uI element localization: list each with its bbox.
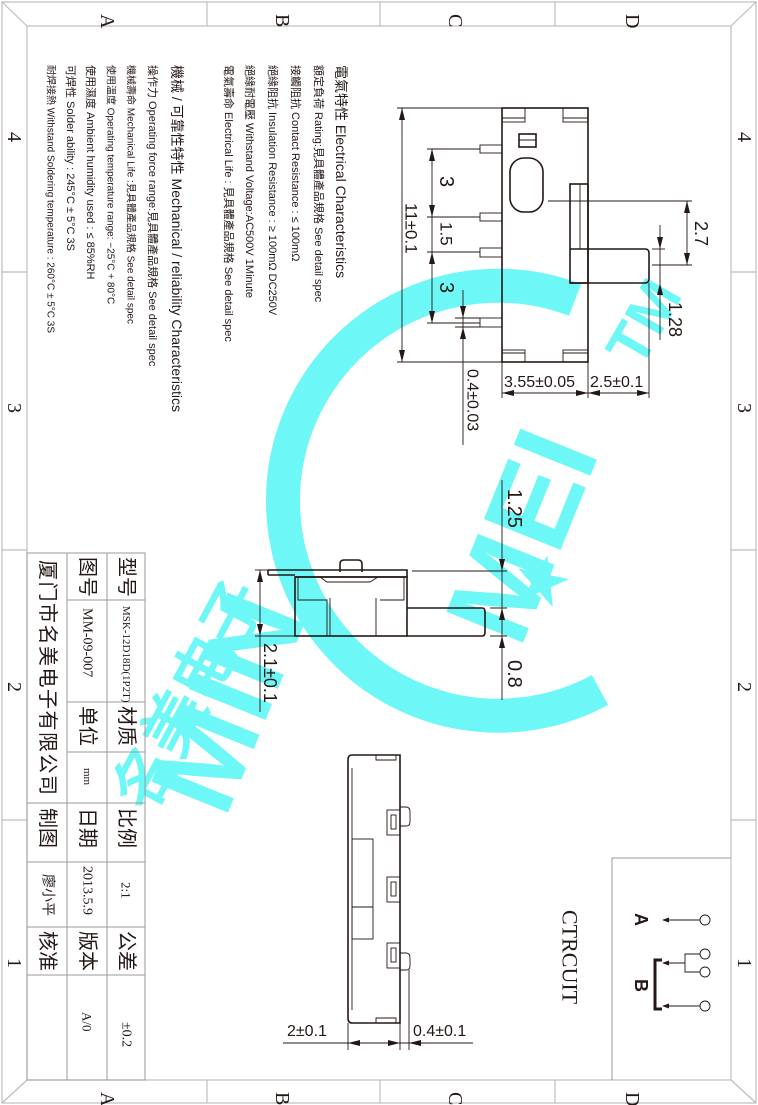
- unit-label: 单位: [76, 706, 99, 746]
- dim-top-height: 1.25: [503, 489, 525, 528]
- dim-lever-offset: 2.7: [691, 221, 711, 246]
- circuit-label-b: B: [631, 979, 651, 992]
- electrical-heading: 電氣特性 Electrical Characteristics: [333, 65, 349, 278]
- circuit-diagram: CTRCUIT A B: [558, 857, 731, 1080]
- col-label-bottom-a: A: [96, 1092, 118, 1105]
- mechanical-line: 機械壽命 Mechanical Life :見具體產品規格 See detail…: [125, 65, 138, 324]
- electrical-line: 接觸阻抗 Contact Resistance : ≤ 100mΩ: [289, 65, 303, 261]
- dim-pitch-3: 3: [435, 282, 457, 293]
- tolerance-value: ±0.2: [119, 1022, 134, 1047]
- mechanical-line: 可焊性 Solder ability : 245°C ± 5°C 3S: [64, 65, 78, 251]
- col-label-top-b: B: [271, 14, 293, 27]
- date-value: 2013.5.9: [80, 866, 95, 915]
- mechanical-line: 使用溫度 Operating temperature range: −25°C …: [105, 65, 118, 304]
- dim-pitch-1: 3: [435, 176, 457, 187]
- version-label: 版本: [76, 931, 99, 971]
- row-label-right-2: 2: [733, 682, 755, 692]
- circuit-label-a: A: [631, 913, 651, 926]
- circuit-title: CTRCUIT: [558, 910, 583, 1005]
- slider-lever: [570, 248, 650, 284]
- mechanical-specs: 機械 / 可靠性特性 Mechanical / reliability Char…: [45, 65, 186, 412]
- slider-window: [509, 157, 544, 213]
- bottom-view: 2±0.1 0.4±0.1: [283, 754, 473, 1050]
- row-label-left-3: 3: [3, 403, 25, 413]
- row-label-right-3: 3: [733, 403, 755, 413]
- mechanical-heading: 機械 / 可靠性特性 Mechanical / reliability Char…: [169, 65, 185, 412]
- row-label-right-1: 1: [733, 958, 755, 968]
- company-name: 厦门市名美电子有限公司: [36, 560, 59, 797]
- frame-labels: A B C D A B C D 4 3 2 1 4 3 2 1: [3, 14, 755, 1105]
- scale-value: 2:1: [119, 882, 134, 899]
- terminal-icon: [699, 966, 711, 978]
- dim-body-width: 3.55±0.05: [504, 374, 575, 391]
- material-label: 材质: [115, 706, 138, 746]
- date-label: 日期: [76, 808, 98, 848]
- col-label-top-a: A: [96, 14, 118, 29]
- watermark: MIN MEI TM ★ 名美电子: [101, 268, 694, 830]
- dim-pitch-2: 1.5: [437, 222, 456, 246]
- watermark-arc: [266, 268, 609, 733]
- dim-lever-width: 1.28: [665, 302, 685, 337]
- mechanical-line: 使用濕度 Ambient humidity used : ≤ 85%RH: [84, 65, 98, 280]
- terminal-icon: [699, 948, 711, 960]
- electrical-specs: 電氣特性 Electrical Characteristics 額定負荷 Rat…: [222, 65, 349, 342]
- dim-lever-length: 2.5±0.1: [590, 374, 643, 391]
- version-value: A/0: [80, 1012, 95, 1032]
- drawn-label: 制图: [36, 808, 59, 848]
- drawing-no-value: MM-09-007: [80, 608, 95, 677]
- terminal-icon: [699, 1000, 711, 1012]
- col-label-bottom-c: C: [444, 1092, 466, 1105]
- dimension-arrows: [399, 108, 690, 396]
- dim-pin-width: 0.4±0.03: [464, 369, 481, 431]
- scale-label: 比例: [115, 808, 138, 848]
- electrical-line: 電氣壽命 Electrical Life : 見具體產品規格 See detai…: [222, 65, 236, 342]
- dim-body-height: 2.1±0.1: [260, 643, 280, 703]
- side-lever: [407, 607, 486, 637]
- watermark-brand-mei: MEI: [420, 412, 624, 660]
- dim-overall-length: 11±0.1: [402, 203, 421, 254]
- electrical-line: 額定負荷 Rating:見具體產品規格 See detail spec: [312, 65, 326, 303]
- drawn-value: 廖小平: [40, 874, 57, 916]
- col-label-bottom-d: D: [621, 1092, 643, 1105]
- dim-bottom-pin: 0.4±0.1: [413, 1023, 466, 1040]
- unit-value: mm: [81, 768, 93, 786]
- title-block: 型号 MSK-12D18D(1P2T) 材质 比例 2:1 公差 ±0.2 图号…: [26, 552, 146, 1081]
- row-label-left-1: 1: [3, 958, 25, 968]
- row-label-left-2: 2: [3, 682, 25, 692]
- row-label-right-4: 4: [733, 132, 755, 142]
- side-view: 1.25 0.8 2.1±0.1: [255, 480, 525, 712]
- electrical-line: 絕緣阻抗 Insulation Resistance : ≥ 100mΩ DC2…: [266, 65, 280, 316]
- col-label-top-d: D: [621, 14, 643, 28]
- model-value: MSK-12D18D(1P2T): [120, 606, 132, 703]
- col-label-bottom-b: B: [271, 1092, 293, 1105]
- mechanical-line: 耐焊接熱 Withstand Soldering temperature : 2…: [45, 65, 58, 333]
- electrical-line: 絕緣耐電壓 Withstand Voltage:AC500V 1Minute: [243, 65, 256, 298]
- drawing-no-label: 图号: [76, 557, 98, 597]
- checked-label: 核准: [36, 931, 59, 971]
- col-label-top-c: C: [444, 14, 466, 27]
- tolerance-label: 公差: [115, 931, 138, 971]
- top-view: 11±0.1 3 1.5 3 0.4±0.03 3.55±0.05 2.5±0.…: [397, 107, 711, 445]
- model-label: 型号: [115, 557, 138, 597]
- mechanical-line: 操作力 Operating force range:見具體產品規格 See de…: [146, 65, 160, 367]
- switch-bracket: [653, 958, 662, 1011]
- dim-bottom-width: 2±0.1: [287, 1023, 327, 1040]
- row-label-left-4: 4: [3, 132, 25, 142]
- dim-lever-height: 0.8: [503, 660, 525, 688]
- terminal-icon: [699, 914, 711, 926]
